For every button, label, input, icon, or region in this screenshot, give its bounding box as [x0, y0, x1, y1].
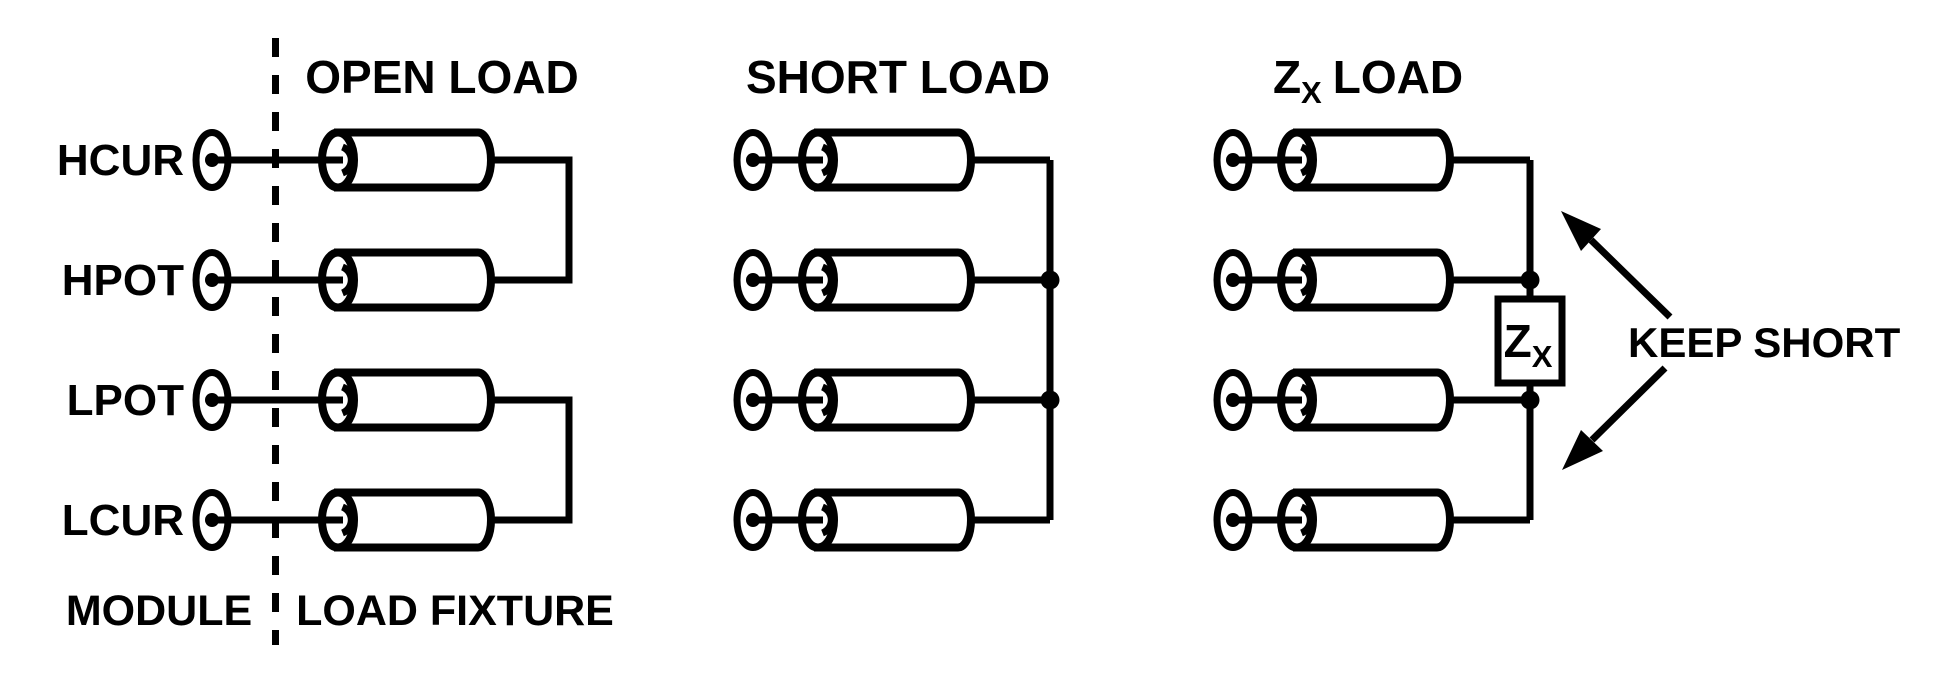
inner-conductor-arc: [340, 263, 355, 297]
coax-cable: [802, 493, 971, 548]
coax-cable: [802, 133, 971, 188]
zx-load-title-subscript: X: [1301, 75, 1322, 110]
fixture-region-label: LOAD FIXTURE: [296, 587, 614, 635]
junction-dot: [1520, 390, 1540, 410]
coax-cable: [322, 133, 491, 188]
zx-impedance-label-base: Z: [1504, 315, 1532, 367]
inner-conductor-arc: [340, 503, 355, 537]
junction-dot: [1040, 390, 1060, 410]
short-load-title: SHORT LOAD: [746, 51, 1050, 103]
keep-short-arrow-upper: [1588, 237, 1673, 320]
open-load-title: OPEN LOAD: [305, 51, 578, 103]
zx-load-title: ZX LOAD: [1273, 51, 1463, 110]
inner-conductor-arc: [820, 383, 835, 417]
zx-load-title-base: Z: [1273, 51, 1301, 103]
open-loop-bracket-high: [490, 156, 573, 284]
terminal-label-lpot: LPOT: [67, 376, 184, 425]
coax-cable: [1281, 493, 1450, 548]
zx-load-network: ZX: [1217, 133, 1566, 548]
arrowhead-upper-icon: [1561, 211, 1601, 251]
coax-cable: [1281, 373, 1450, 428]
inner-conductor-arc: [1299, 503, 1314, 537]
inner-conductor-arc: [820, 263, 835, 297]
coax-cable: [1281, 133, 1450, 188]
inner-conductor-arc: [820, 503, 835, 537]
coax-cable: [322, 493, 491, 548]
keep-short-label: KEEP SHORT: [1628, 319, 1901, 366]
short-load-network: [737, 133, 1060, 548]
open-load-network: [196, 133, 573, 548]
terminal-label-hcur: HCUR: [57, 136, 184, 185]
open-loop-bracket-low: [490, 396, 573, 524]
inner-conductor-arc: [820, 143, 835, 177]
terminal-label-lcur: LCUR: [62, 496, 184, 545]
coax-cable: [322, 373, 491, 428]
module-region-label: MODULE: [66, 587, 252, 635]
coax-cable: [1281, 253, 1450, 308]
zx-impedance-box: [1494, 295, 1566, 387]
inner-conductor-arc: [1299, 263, 1314, 297]
zx-impedance-label: ZX: [1504, 315, 1553, 374]
inner-conductor-arc: [1299, 143, 1314, 177]
coax-cable: [322, 253, 491, 308]
keep-short-annotation: KEEP SHORT: [1561, 211, 1901, 470]
inner-conductor-arc: [340, 143, 355, 177]
junction-dot: [1040, 270, 1060, 290]
terminal-label-hpot: HPOT: [62, 256, 184, 305]
inner-conductor-arc: [1299, 383, 1314, 417]
junction-dot: [1520, 270, 1540, 290]
zx-load-title-rest: LOAD: [1333, 51, 1463, 103]
inner-conductor-arc: [340, 383, 355, 417]
coax-cable: [802, 253, 971, 308]
zx-impedance-label-subscript: X: [1532, 339, 1553, 374]
coax-cable: [802, 373, 971, 428]
arrowhead-lower-icon: [1562, 430, 1603, 470]
keep-short-arrow-lower: [1589, 365, 1668, 443]
